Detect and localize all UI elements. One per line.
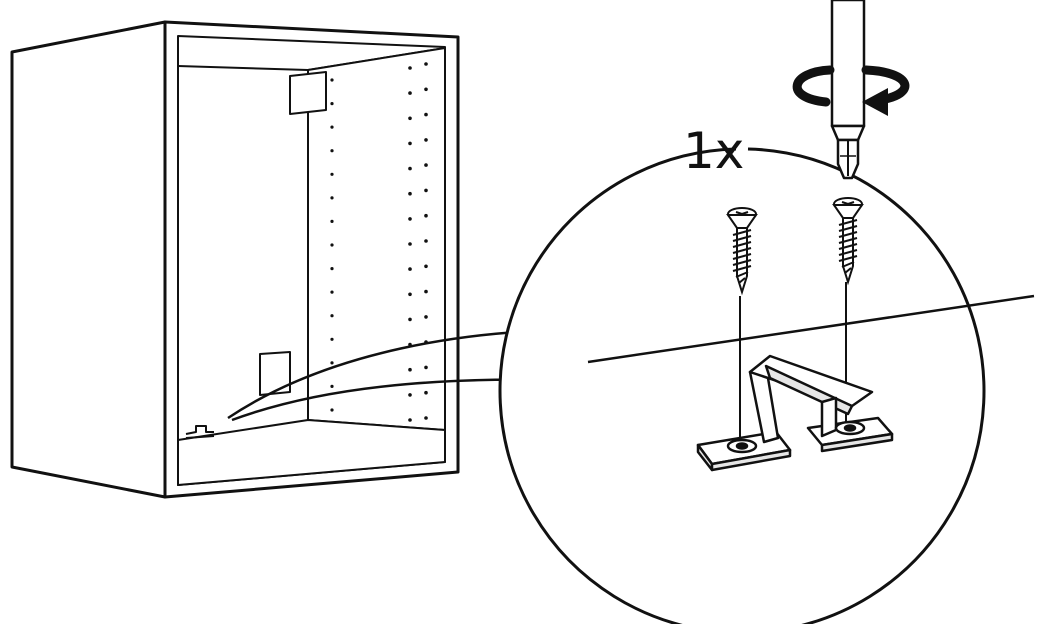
shelf-pin-hole	[330, 196, 334, 200]
shelf-pin-hole	[330, 361, 334, 365]
shelf-pin-hole	[408, 141, 412, 146]
shelf-pin-hole	[330, 267, 334, 271]
quantity-label: 1x	[683, 122, 744, 180]
shelf-pin-hole	[330, 314, 334, 318]
shelf-pin-hole	[330, 78, 334, 82]
shelf-pin-hole	[408, 267, 412, 271]
shelf-pin-hole	[408, 242, 412, 246]
shelf-pin-hole	[330, 102, 334, 106]
wood-screw-icon	[832, 197, 864, 286]
shelf-pin-hole	[330, 408, 334, 412]
shelf-pin-hole	[424, 416, 428, 420]
shelf-pin-hole	[424, 289, 428, 294]
shelf-pin-hole	[424, 112, 428, 117]
cabinet-corner-block	[289, 71, 327, 115]
shelf-pin-hole	[408, 367, 412, 372]
shelf-pin-holes	[330, 62, 428, 422]
shelf-pin-hole	[408, 317, 412, 322]
shelf-pin-hole	[424, 87, 428, 92]
shelf-pin-hole	[424, 264, 428, 269]
shelf-pin-hole	[330, 219, 334, 223]
shelf-pin-hole	[408, 191, 412, 196]
shelf-pin-hole	[330, 337, 334, 341]
shelf-pin-hole	[424, 188, 428, 193]
shelf-pin-hole	[408, 116, 412, 121]
shelf-pin-hole	[408, 292, 412, 297]
cabinet-bracket-mini	[185, 425, 215, 439]
shelf-pin-hole	[408, 166, 412, 171]
wood-screw-icon	[726, 207, 758, 296]
hinge-bracket-icon	[696, 354, 894, 472]
shelf-pin-hole	[424, 390, 428, 395]
shelf-pin-hole	[330, 149, 334, 153]
wall-cabinet-icon	[10, 20, 460, 499]
cabinet-side-panel	[10, 20, 167, 499]
shelf-pin-hole	[408, 393, 412, 397]
cabinet-small-fitting	[259, 351, 291, 396]
shelf-pin-hole	[408, 66, 412, 70]
shelf-pin-hole	[330, 384, 334, 388]
screwdriver-icon	[830, 0, 866, 180]
shelf-pin-hole	[330, 172, 334, 176]
shelf-pin-hole	[408, 418, 412, 422]
shelf-pin-hole	[330, 290, 334, 294]
shelf-pin-hole	[424, 239, 428, 243]
shelf-pin-hole	[424, 62, 428, 66]
shelf-pin-hole	[408, 217, 412, 221]
cabinet-inner-right-panel	[307, 47, 446, 431]
shelf-pin-hole	[424, 138, 428, 142]
shelf-pin-hole	[424, 315, 428, 319]
rotate-clockwise-icon	[792, 65, 910, 116]
panel-edge-line	[587, 294, 1035, 364]
detail-magnifier-circle	[498, 147, 1035, 624]
shelf-pin-hole	[408, 91, 412, 95]
shelf-pin-hole	[330, 243, 334, 247]
cabinet-bottom-panel	[177, 419, 446, 486]
shelf-pin-hole	[424, 213, 428, 218]
shelf-pin-hole	[424, 163, 428, 167]
shelf-pin-hole	[424, 365, 428, 370]
shelf-pin-hole	[330, 125, 334, 129]
